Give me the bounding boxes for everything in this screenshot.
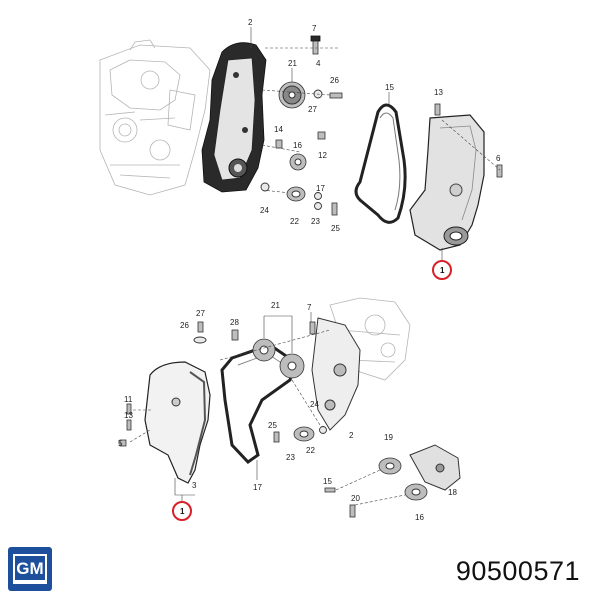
label-2-bottom: 2 (349, 431, 354, 440)
bolt-26 (329, 92, 343, 99)
label-17: 17 (316, 184, 325, 193)
label-27-bottom: 27 (196, 309, 205, 318)
cam-sprocket-top (278, 81, 306, 109)
cam-sprockets-bottom (252, 338, 305, 379)
pin-14 (275, 139, 283, 149)
gm-logo: GM (8, 547, 52, 591)
label-6: 6 (496, 154, 501, 163)
label-23: 23 (311, 217, 320, 226)
bolt-17 (349, 504, 356, 518)
bolt-25-bottom (273, 431, 280, 443)
bolt-5 (119, 439, 127, 447)
label-7-bottom: 7 (307, 303, 312, 312)
label-4: 4 (316, 59, 321, 68)
label-26-bottom: 26 (180, 321, 189, 330)
label-26: 26 (330, 76, 339, 85)
idler-22 (286, 186, 306, 202)
label-7: 7 (312, 24, 317, 33)
label-3: 3 (192, 481, 197, 490)
label-19: 19 (384, 433, 393, 442)
label-24: 24 (260, 206, 269, 215)
washer-17 (314, 192, 322, 200)
label-27: 27 (308, 105, 317, 114)
label-11: 11 (124, 395, 133, 404)
label-1-top: 1 (440, 266, 445, 275)
washer-24 (260, 182, 270, 192)
label-14: 14 (274, 125, 283, 134)
label-21-bottom: 21 (271, 301, 280, 310)
outer-timing-cover-top (409, 114, 485, 251)
part-number: 90500571 (455, 556, 580, 586)
label-16: 16 (293, 141, 302, 150)
inner-cover-bottom (311, 317, 361, 431)
label-22: 22 (290, 217, 299, 226)
label-5: 5 (118, 439, 123, 448)
washer-24-bottom (319, 426, 327, 434)
label-2: 2 (248, 18, 253, 27)
label-17-bottom: 20 (351, 494, 360, 503)
bolt-7-top (310, 35, 321, 55)
bolt-25 (331, 202, 338, 216)
bottom-view: 2 17 21 7 27 26 28 (118, 297, 461, 522)
bolt-6 (496, 164, 503, 178)
top-view: 2 21 7 4 26 27 14 (99, 18, 503, 280)
outer-timing-cover-bottom (144, 361, 211, 484)
label-25: 25 (331, 224, 340, 233)
bolt-11 (126, 403, 132, 415)
bolt-7-bottom (309, 321, 316, 335)
washer-26-bottom (193, 336, 207, 344)
bush-12 (317, 131, 326, 140)
tensioner-bracket-18 (409, 444, 461, 491)
highlight-circle-bottom (172, 501, 192, 521)
bolt-27-bottom (197, 321, 204, 333)
label-18: 18 (448, 488, 457, 497)
label-23-bottom: 23 (286, 453, 295, 462)
highlight-circle-top (432, 260, 452, 280)
timing-belt-top (354, 103, 407, 224)
idler-19 (378, 457, 402, 475)
label-21: 21 (288, 59, 297, 68)
pin-28 (231, 329, 239, 341)
gm-logo-text: GM (15, 558, 45, 582)
label-22-bottom: 22 (306, 446, 315, 455)
inner-timing-cover (201, 42, 267, 193)
label-15: 15 (385, 83, 394, 92)
bolt-13-bottom (126, 419, 132, 431)
label-24-bottom: 24 (310, 400, 319, 409)
tensioner-16 (289, 153, 307, 171)
label-16-bottom: 16 (415, 513, 424, 522)
label-12: 12 (318, 151, 327, 160)
bolt-20 (324, 487, 336, 493)
tensioner-16-bottom (404, 483, 428, 501)
label-20: 15 (323, 477, 332, 486)
label-28: 28 (230, 318, 239, 327)
washer-23 (314, 202, 322, 210)
label-25-bottom: 25 (268, 421, 277, 430)
engine-block-top (99, 39, 211, 196)
bolt-13 (434, 103, 441, 116)
label-13-bottom: 13 (124, 411, 133, 420)
label-1-bottom: 1 (180, 507, 185, 516)
label-13: 13 (434, 88, 443, 97)
label-15-bottom: 17 (253, 483, 262, 492)
